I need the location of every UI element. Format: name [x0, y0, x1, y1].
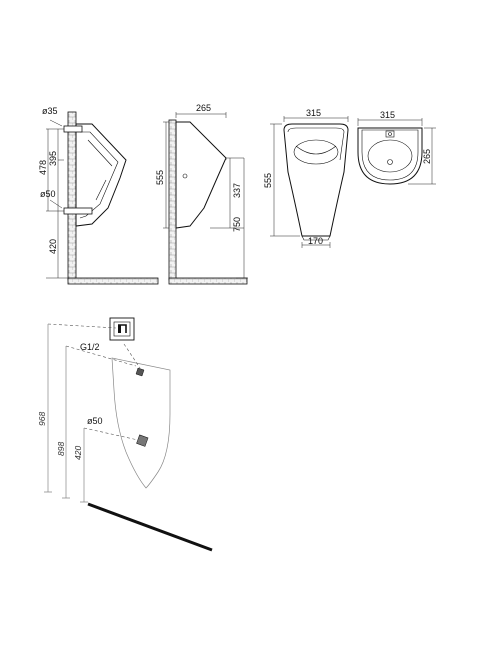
profile-view-wall: [168, 119, 177, 281]
profile-view-height-label: 555: [155, 170, 165, 185]
installation-height-top-label: 968: [37, 412, 47, 426]
front-view-width-label: 315: [306, 108, 321, 118]
installation-urinal-outline: [111, 357, 171, 489]
top-view-drain: [387, 159, 393, 165]
side-view-height-lower-label: 420: [48, 239, 58, 254]
top-view: 315 265: [357, 110, 436, 185]
top-view-inlet: [385, 130, 395, 138]
profile-view-urinal-body: [175, 121, 227, 229]
profile-view-outlet-hole: [182, 173, 188, 179]
inlet-connector: [135, 367, 145, 377]
installation-floor-line: [87, 502, 213, 552]
top-view-urinal-outline: [357, 127, 423, 185]
profile-view-front-height-label: 337: [232, 183, 242, 198]
front-view-height-label: 555: [263, 173, 273, 188]
side-view-drain-diameter-label: ø50: [40, 189, 56, 199]
side-view-inlet-pipe: [63, 125, 83, 133]
installation-height-inlet-label: 898: [56, 442, 66, 456]
profile-view: 265 555 337 750: [155, 103, 248, 285]
side-view-wall: [67, 111, 77, 281]
side-view: ø35 478 395 ø50 420: [38, 106, 159, 285]
side-view-floor: [67, 277, 159, 285]
top-view-depth-label: 265: [422, 149, 432, 164]
installation-inlet-thread-label: G1/2: [80, 342, 100, 352]
profile-view-mount-height-label: 750: [232, 217, 242, 232]
front-view-urinal-body: [283, 123, 349, 237]
side-view-drain-pipe: [63, 207, 93, 215]
side-view-height-mid-label: 395: [48, 151, 58, 166]
front-view-bottom-width-label: 170: [308, 236, 323, 246]
profile-view-floor: [168, 277, 248, 285]
drain-connector: [136, 434, 149, 447]
side-view-pipe-diameter-label: ø35: [42, 106, 58, 116]
front-view-basin: [293, 139, 339, 165]
front-view: 315 555 170: [263, 108, 349, 248]
profile-view-depth-label: 265: [196, 103, 211, 113]
top-view-basin: [367, 139, 413, 173]
installation-height-drain-label: 420: [73, 446, 83, 460]
installation-drain-diameter-label: ø50: [87, 416, 103, 426]
top-view-width-label: 315: [380, 110, 395, 120]
side-view-height-upper-label: 478: [38, 160, 48, 175]
installation-view: G1/2 968 898 ø50 420: [37, 317, 213, 552]
side-view-urinal-body: [75, 123, 127, 227]
